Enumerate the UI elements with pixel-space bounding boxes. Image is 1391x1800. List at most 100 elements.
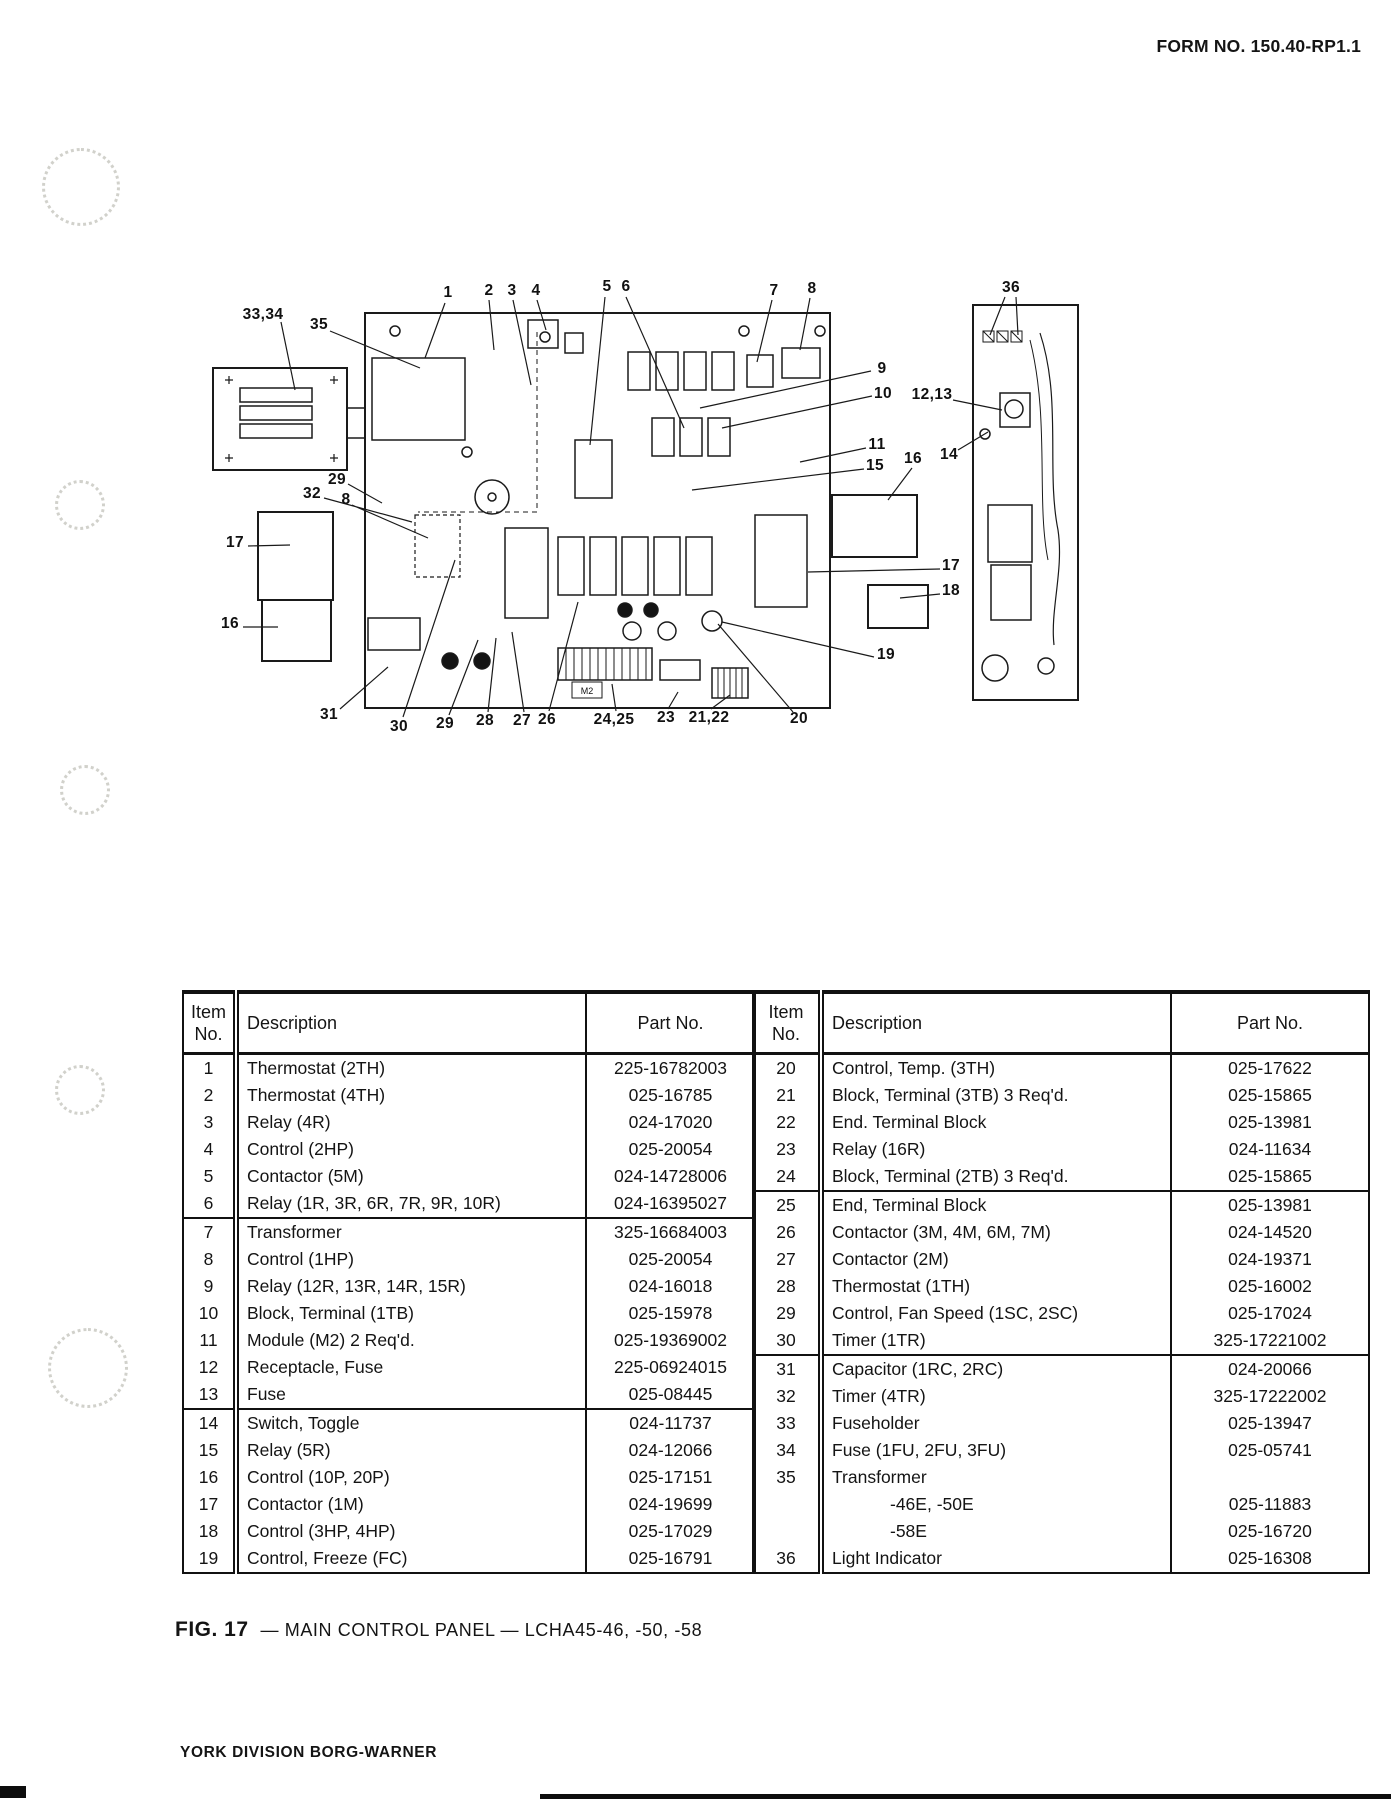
cell-desc: Contactor (2M) bbox=[821, 1246, 1172, 1273]
cell-desc: Block, Terminal (1TB) bbox=[236, 1300, 587, 1327]
cell-part: 024-14520 bbox=[1228, 1222, 1312, 1242]
cell-part: 024-16018 bbox=[628, 1276, 713, 1296]
cell-part: 025-16720 bbox=[1228, 1521, 1312, 1541]
cell-part: 025-20054 bbox=[628, 1139, 713, 1159]
cell-desc: Timer (1TR) bbox=[821, 1327, 1172, 1355]
cell-part: 225-16782003 bbox=[614, 1058, 727, 1078]
scan-mark-bottom-right bbox=[540, 1794, 1391, 1799]
hole-punch-mark bbox=[60, 765, 110, 815]
cell-desc: Block, Terminal (2TB) 3 Req'd. bbox=[821, 1163, 1172, 1191]
hole-punch-mark bbox=[55, 480, 105, 530]
cell-desc: Control (3HP, 4HP) bbox=[236, 1518, 587, 1545]
cell-desc: -46E, -50E bbox=[821, 1491, 1172, 1518]
cell-item: 6 bbox=[183, 1190, 239, 1218]
cell-item: 30 bbox=[753, 1327, 824, 1355]
cell-desc: Timer (4TR) bbox=[821, 1383, 1172, 1410]
cell-part: 025-17024 bbox=[1228, 1303, 1312, 1323]
cell-item: 18 bbox=[183, 1518, 239, 1545]
cell-desc: Thermostat (1TH) bbox=[821, 1273, 1172, 1300]
cell-part: 025-15865 bbox=[1228, 1085, 1312, 1105]
cell-item: 1 bbox=[183, 1053, 239, 1082]
cell-item: 36 bbox=[753, 1545, 824, 1573]
diagram-callout-17: 17 bbox=[225, 534, 245, 551]
diagram-callout-8: 8 bbox=[341, 491, 351, 508]
cell-item: 12 bbox=[183, 1354, 239, 1381]
cell-part: 024-19371 bbox=[1228, 1249, 1312, 1269]
diagram-callout-26: 26 bbox=[537, 711, 557, 728]
cell-desc: Contactor (3M, 4M, 6M, 7M) bbox=[821, 1219, 1172, 1246]
diagram-callout-2: 2 bbox=[484, 282, 494, 299]
diagram-callout-9: 9 bbox=[877, 360, 887, 377]
cell-desc: Fuse (1FU, 2FU, 3FU) bbox=[821, 1437, 1172, 1464]
cell-desc: Contactor (1M) bbox=[236, 1491, 587, 1518]
cell-desc: Fuse bbox=[236, 1381, 587, 1409]
cell-desc: Thermostat (2TH) bbox=[236, 1053, 587, 1082]
figure-title: — MAIN CONTROL PANEL — LCHA45-46, -50, -… bbox=[260, 1620, 703, 1640]
diagram-callout-14: 14 bbox=[939, 446, 959, 463]
cell-item bbox=[753, 1518, 824, 1545]
cell-part: 325-17221002 bbox=[1213, 1330, 1327, 1350]
cell-item: 14 bbox=[183, 1408, 239, 1437]
diagram-callout-6: 6 bbox=[621, 278, 631, 295]
cell-item: 17 bbox=[183, 1491, 239, 1518]
diagram-callout-31: 31 bbox=[319, 706, 339, 723]
cell-part: 225-06924015 bbox=[614, 1357, 727, 1377]
cell-part: 024-11634 bbox=[1228, 1139, 1312, 1159]
cell-desc: End, Terminal Block bbox=[821, 1190, 1172, 1219]
diagram-callout-33-34: 33,34 bbox=[242, 306, 284, 323]
diagram-callout-18: 18 bbox=[941, 582, 961, 599]
cell-desc: Fuseholder bbox=[821, 1410, 1172, 1437]
column-header-item-no: Item No. bbox=[753, 992, 824, 1055]
diagram-callout-16: 16 bbox=[903, 450, 923, 467]
cell-desc: Relay (12R, 13R, 14R, 15R) bbox=[236, 1273, 587, 1300]
cell-desc: Switch, Toggle bbox=[236, 1408, 587, 1437]
column-header-description: Description bbox=[236, 992, 587, 1055]
cell-item: 33 bbox=[753, 1410, 824, 1437]
cell-item: 8 bbox=[183, 1246, 239, 1273]
cell-desc: Control, Freeze (FC) bbox=[236, 1545, 587, 1573]
cell-part: 024-16395027 bbox=[614, 1193, 727, 1213]
diagram-callout-20: 20 bbox=[789, 710, 809, 727]
diagram-callout-21-22: 21,22 bbox=[688, 709, 730, 726]
cell-part: 024-11737 bbox=[586, 1408, 755, 1437]
cell-part: 025-16308 bbox=[1228, 1548, 1312, 1568]
cell-item: 11 bbox=[183, 1327, 239, 1354]
figure-number: FIG. 17 bbox=[175, 1618, 249, 1641]
diagram-callout-12-13: 12,13 bbox=[911, 386, 953, 403]
cell-part: 024-20066 bbox=[1171, 1354, 1369, 1383]
cell-item: 35 bbox=[753, 1464, 824, 1491]
diagram-callout-27: 27 bbox=[512, 712, 532, 729]
column-header-part-no: Part No. bbox=[1171, 992, 1369, 1055]
cell-item: 16 bbox=[183, 1464, 239, 1491]
cell-part: 025-15978 bbox=[628, 1303, 713, 1323]
cell-part: 325-17222002 bbox=[1213, 1386, 1327, 1406]
cell-part: 025-15865 bbox=[1228, 1166, 1312, 1186]
cell-part: 025-17622 bbox=[1228, 1058, 1312, 1078]
column-header-item-no: Item No. bbox=[183, 992, 239, 1055]
cell-desc: Receptacle, Fuse bbox=[236, 1354, 587, 1381]
cell-item: 9 bbox=[183, 1273, 239, 1300]
hole-punch-mark bbox=[42, 148, 120, 226]
cell-part: 025-16791 bbox=[628, 1548, 713, 1568]
cell-item: 19 bbox=[183, 1545, 239, 1573]
